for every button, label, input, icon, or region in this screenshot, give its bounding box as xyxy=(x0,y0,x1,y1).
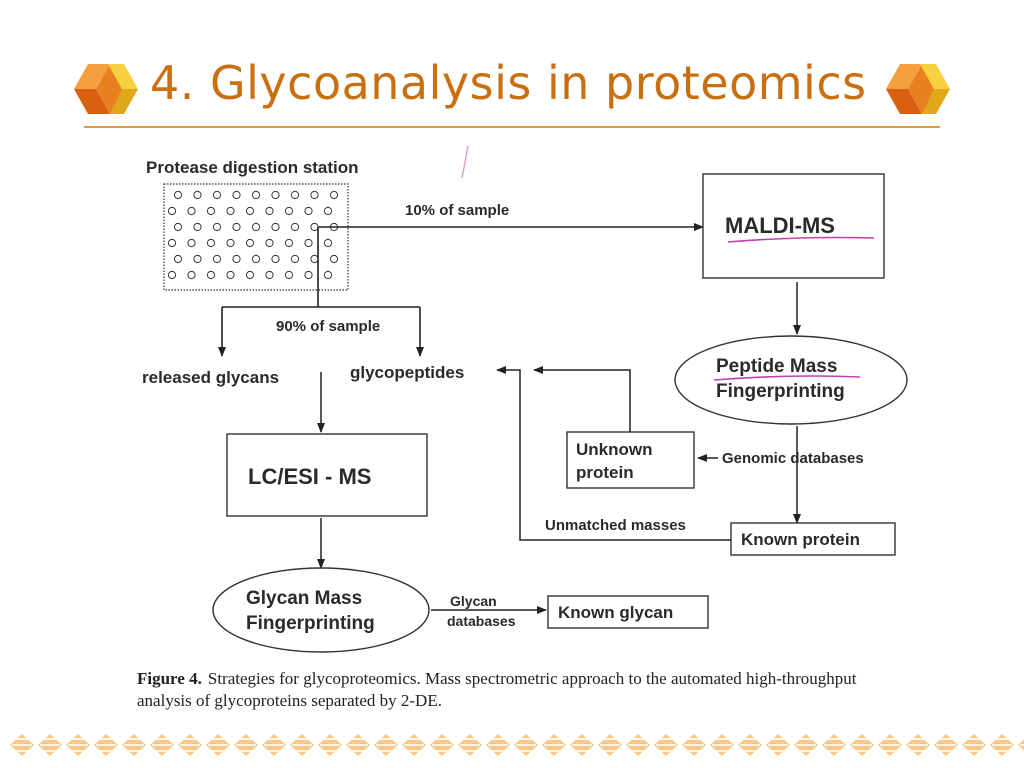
plate-well xyxy=(173,254,183,264)
plate-well xyxy=(251,190,261,200)
plate-well xyxy=(323,206,333,216)
plate-well xyxy=(271,222,280,232)
lc-esi-ms-box xyxy=(226,433,428,517)
plate-well xyxy=(290,190,300,200)
plate-well xyxy=(173,190,183,200)
plate-well xyxy=(187,238,196,248)
plate-well xyxy=(173,222,183,232)
plate-well xyxy=(226,206,235,216)
plate-well xyxy=(329,190,339,200)
plate-well xyxy=(323,270,333,280)
glycopeptides-label: glycopeptides xyxy=(350,363,464,382)
figure-label: Figure 4. xyxy=(137,669,202,688)
plate-well xyxy=(304,238,313,248)
plate-well xyxy=(284,238,294,248)
plate-well xyxy=(245,270,255,280)
plate-well xyxy=(271,190,280,200)
pmf-line1: Peptide Mass xyxy=(716,356,837,377)
plate-well xyxy=(232,222,241,232)
maldi-ms-label: MALDI-MS xyxy=(725,213,835,238)
genomic-databases-label: Genomic databases xyxy=(722,450,864,467)
maldi-ms-box xyxy=(702,173,885,279)
plate-well xyxy=(193,222,202,232)
known-glycan-box xyxy=(547,595,709,629)
glycan-db-line2: databases xyxy=(447,613,516,629)
unknown-line2: protein xyxy=(576,463,634,482)
plate-well xyxy=(284,206,294,216)
plate-well xyxy=(206,270,216,280)
plate-well xyxy=(167,238,177,248)
peptide-mass-fingerprinting-ellipse xyxy=(674,335,908,425)
plate-well xyxy=(187,206,196,216)
plate-well xyxy=(329,254,339,264)
plate-well xyxy=(232,190,241,200)
cube-decoration-icon xyxy=(74,64,138,114)
plate-well xyxy=(304,270,313,280)
plate-well xyxy=(212,254,222,264)
cube-decoration-icon xyxy=(886,64,950,114)
plate-well xyxy=(284,270,294,280)
caption-text: Strategies for glycoproteomics. Mass spe… xyxy=(137,669,857,710)
plate-well xyxy=(193,190,202,200)
plate-well xyxy=(290,222,300,232)
plate-well xyxy=(226,270,235,280)
released-glycans-label: released glycans xyxy=(142,368,279,387)
unmatched-masses-label: Unmatched masses xyxy=(545,517,686,534)
plate-well xyxy=(206,206,216,216)
title-rule xyxy=(84,126,940,128)
glycan-mass-fingerprinting-ellipse xyxy=(212,567,430,653)
ninety-percent-label: 90% of sample xyxy=(276,318,380,335)
slide-title: 4. Glycoanalysis in proteomics xyxy=(150,56,867,110)
plate-well xyxy=(232,254,241,264)
ten-percent-label: 10% of sample xyxy=(405,202,509,219)
plate-well xyxy=(187,270,196,280)
plate-well xyxy=(271,254,280,264)
known-protein-label: Known protein xyxy=(741,530,860,549)
station-label: Protease digestion station xyxy=(146,158,359,177)
plate-well xyxy=(212,190,222,200)
plate-well xyxy=(206,238,216,248)
plate-well xyxy=(251,222,261,232)
plate-well xyxy=(226,238,235,248)
footer-diamond-band xyxy=(10,734,1024,756)
plate-well xyxy=(265,206,274,216)
plate-well xyxy=(212,222,222,232)
pmf-line2: Fingerprinting xyxy=(716,381,845,402)
plate-well xyxy=(304,206,313,216)
plate-well xyxy=(193,254,202,264)
plate-well xyxy=(251,254,261,264)
gmf-line1: Glycan Mass xyxy=(246,588,362,609)
unknown-line1: Unknown xyxy=(576,440,653,459)
plate-well xyxy=(167,270,177,280)
plate-well xyxy=(245,238,255,248)
plate-well xyxy=(167,206,177,216)
plate-well xyxy=(310,190,319,200)
plate-well xyxy=(290,254,300,264)
figure-caption: Figure 4.Strategies for glycoproteomics.… xyxy=(137,668,907,712)
lc-esi-ms-label: LC/ESI - MS xyxy=(248,464,371,489)
gmf-line2: Fingerprinting xyxy=(246,613,375,634)
glycan-db-line1: Glycan xyxy=(450,593,497,609)
known-protein-box xyxy=(730,522,896,556)
plate-well xyxy=(265,270,274,280)
plate-well xyxy=(323,238,333,248)
plate-wells xyxy=(167,190,339,280)
known-glycan-label: Known glycan xyxy=(558,603,673,622)
plate-well xyxy=(265,238,274,248)
plate-well xyxy=(245,206,255,216)
digestion-plate xyxy=(163,183,349,291)
